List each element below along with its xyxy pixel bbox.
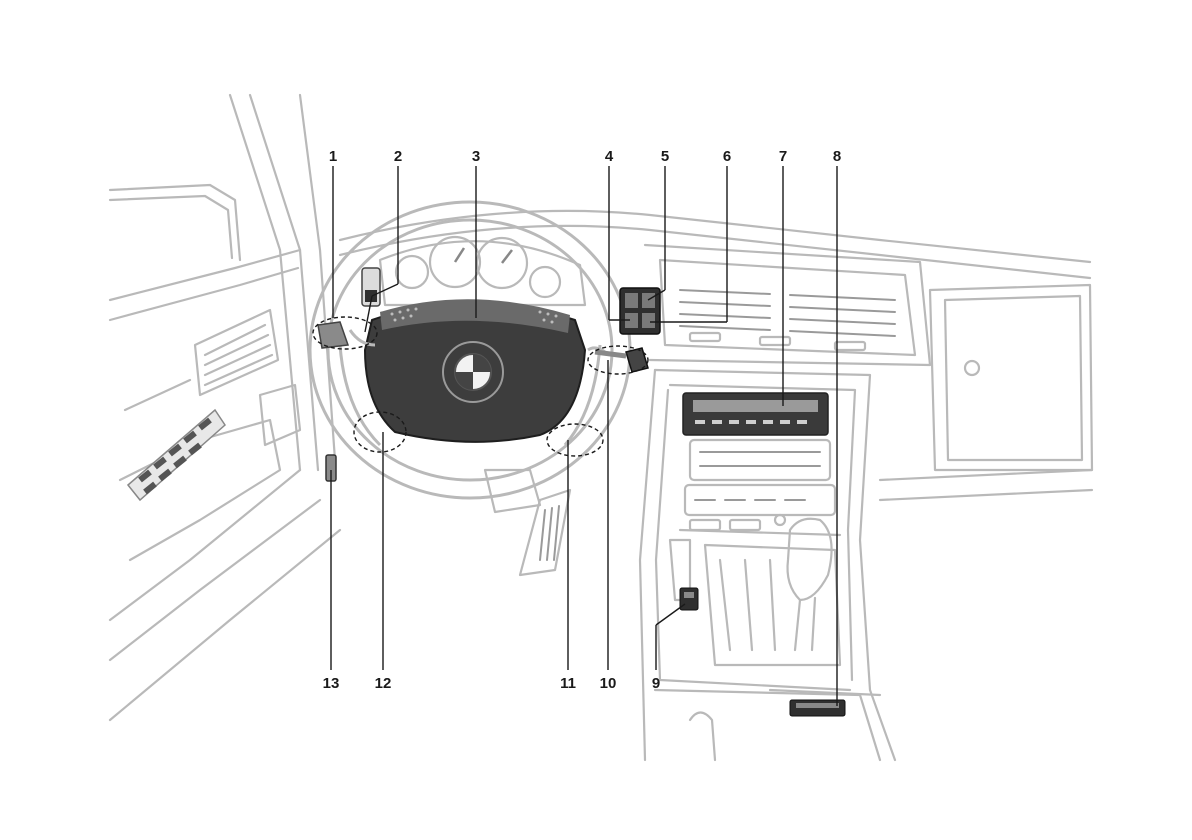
switch-block-4-5 (620, 288, 660, 334)
callout-6: 6 (723, 148, 731, 165)
callout-8: 8 (833, 148, 841, 165)
door-panel (110, 95, 340, 720)
wiper-stalk-10 (595, 348, 648, 372)
pedals (485, 470, 570, 575)
callout-10: 10 (600, 675, 617, 692)
callout-7: 7 (779, 148, 787, 165)
radio-unit (683, 393, 828, 435)
callout-5: 5 (661, 148, 669, 165)
callout-12: 12 (375, 675, 392, 692)
callout-2: 2 (394, 148, 402, 165)
callout-13: 13 (323, 675, 340, 692)
console-switch-9 (680, 588, 698, 610)
callout-3: 3 (472, 148, 480, 165)
center-air-vents (680, 290, 895, 350)
airbag-hub (350, 299, 605, 442)
callout-9: 9 (652, 675, 660, 692)
turn-signal-stalk-1 (318, 322, 348, 348)
callout-1: 1 (329, 148, 337, 165)
callout-4: 4 (605, 148, 614, 165)
window-switch-panel (128, 410, 225, 500)
instrument-cluster (380, 237, 585, 305)
callout-11: 11 (560, 675, 576, 692)
rear-console (655, 690, 880, 760)
